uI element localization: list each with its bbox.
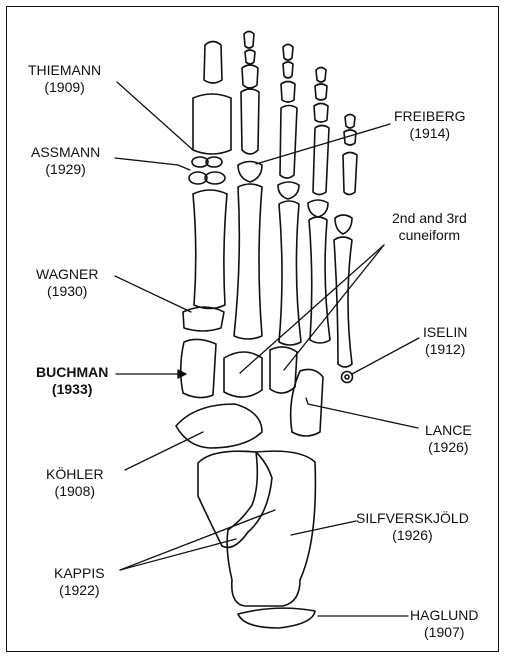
iselin-name: ISELIN <box>423 324 467 341</box>
silfverskjold-year: (1926) <box>356 527 469 544</box>
haglund-year: (1907) <box>410 624 478 641</box>
label-lance: LANCE (1926) <box>425 422 472 456</box>
midfoot <box>176 307 353 448</box>
label-kohler: KÖHLER (1908) <box>46 466 104 500</box>
label-wagner: WAGNER (1930) <box>36 266 98 300</box>
iselin-year: (1912) <box>423 341 467 358</box>
kohler-year: (1908) <box>46 483 104 500</box>
kohler-name: KÖHLER <box>46 466 104 483</box>
label-cuneiform: 2nd and 3rd cuneiform <box>392 210 467 244</box>
lance-name: LANCE <box>425 422 472 439</box>
toe-5 <box>335 115 357 235</box>
cuneiform-line2: cuneiform <box>392 227 467 244</box>
kappis-year: (1922) <box>54 582 105 599</box>
kappis-name: KAPPIS <box>54 565 105 582</box>
metatarsals <box>193 184 352 367</box>
assmann-name: ASSMANN <box>31 144 100 161</box>
silfverskjold-name: SILFVERSKJÖLD <box>356 510 469 527</box>
buchman-year: (1933) <box>36 381 108 398</box>
hindfoot <box>198 451 315 628</box>
label-freiberg: FREIBERG (1914) <box>394 108 466 142</box>
lance-year: (1926) <box>425 439 472 456</box>
toe-3 <box>278 45 299 200</box>
thiemann-name: THIEMANN <box>28 62 101 79</box>
label-kappis: KAPPIS (1922) <box>54 565 105 599</box>
thiemann-year: (1909) <box>28 79 101 96</box>
label-thiemann: THIEMANN (1909) <box>28 62 101 96</box>
label-assmann: ASSMANN (1929) <box>31 144 100 178</box>
wagner-year: (1930) <box>36 283 98 300</box>
freiberg-year: (1914) <box>394 125 466 142</box>
freiberg-name: FREIBERG <box>394 108 466 125</box>
toe-4 <box>308 68 329 218</box>
toe-2 <box>238 32 262 183</box>
label-silfverskjold: SILFVERSKJÖLD (1926) <box>356 510 469 544</box>
wagner-name: WAGNER <box>36 266 98 283</box>
haglund-name: HAGLUND <box>410 607 478 624</box>
toe-1 <box>189 42 231 185</box>
label-buchman: BUCHMAN (1933) <box>36 364 108 398</box>
label-haglund: HAGLUND (1907) <box>410 607 478 641</box>
assmann-year: (1929) <box>31 161 100 178</box>
label-iselin: ISELIN (1912) <box>423 324 467 358</box>
cuneiform-line1: 2nd and 3rd <box>392 210 467 227</box>
buchman-name: BUCHMAN <box>36 364 108 381</box>
